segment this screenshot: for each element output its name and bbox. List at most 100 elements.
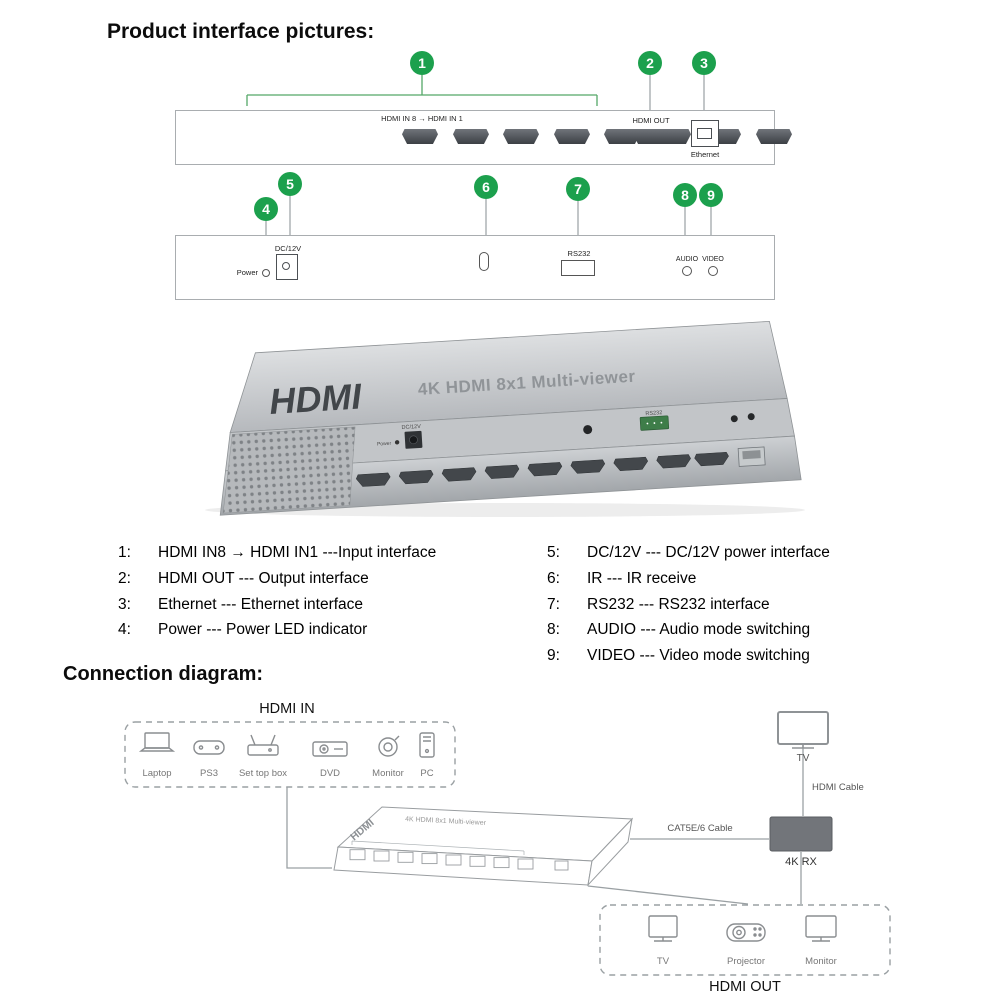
source-labels: Laptop PS3 Set top box DVD Monitor PC xyxy=(142,768,433,779)
legend-item-5: 5:DC/12V --- DC/12V power interface xyxy=(547,540,830,566)
legend-item-9: 9:VIDEO --- Video mode switching xyxy=(547,643,830,669)
rx-box xyxy=(769,816,833,852)
front-panel-diagram: DC/12V Power RS232 AUDIO VIDEO xyxy=(175,235,775,300)
callout-2: 2 xyxy=(638,51,662,75)
output-icons xyxy=(648,915,837,942)
wire-ports xyxy=(349,849,569,871)
power-led xyxy=(262,269,270,277)
photo-power-led xyxy=(394,440,400,445)
hdmi-in-label: HDMI IN xyxy=(259,701,315,717)
tv-top-icon xyxy=(777,711,829,749)
output-label-monitor: Monitor xyxy=(805,956,837,967)
output-label-projector: Projector xyxy=(727,956,765,967)
legend-item-2: 2: HDMI OUT --- Output interface xyxy=(118,566,436,592)
legend-text: HDMI OUT --- Output interface xyxy=(158,569,369,587)
video-label: VIDEO xyxy=(702,256,724,263)
connection-lines xyxy=(286,748,804,905)
callout-7: 7 xyxy=(566,177,590,201)
tv-out-icon xyxy=(648,915,678,942)
legend-num: 6: xyxy=(547,569,560,587)
hdmi-in-port-4 xyxy=(604,129,640,144)
source-label-monitor: Monitor xyxy=(372,768,404,779)
audio-button xyxy=(682,266,692,276)
hdmi-out-port xyxy=(633,129,669,144)
legend-text: Power --- Power LED indicator xyxy=(158,621,368,639)
connection-diagram: HDMI IN Laptop xyxy=(124,701,891,995)
output-label-tv: TV xyxy=(657,956,670,967)
output-labels: TV Projector Monitor xyxy=(657,956,837,967)
rear-panel-diagram: HDMI IN 8 → HDMI IN 1 HDMI OUT Ethernet xyxy=(175,110,792,165)
photo-ir-receiver xyxy=(583,425,593,435)
legend-num: 4: xyxy=(118,621,131,639)
ir-window xyxy=(479,252,489,271)
hdmi-out-group-label: HDMI OUT xyxy=(709,979,781,995)
product-photo: HDMI 4K HDMI 8x1 Multi-viewer DC/12V Pow… xyxy=(205,320,805,517)
rs232-label: RS232 xyxy=(567,249,591,258)
callout-5: 5 xyxy=(278,172,302,196)
dc-jack-hole xyxy=(282,262,290,270)
photo-dc-label: DC/12V xyxy=(401,424,421,431)
legend-item-1: 1: HDMI IN8 → HDMI IN1 ---Input interface xyxy=(118,540,436,566)
hdmi-cable-label: HDMI Cable xyxy=(812,782,864,793)
set-top-box-icon xyxy=(247,734,279,756)
legend-num: 7: xyxy=(547,595,560,613)
hdmi-in-port-5 xyxy=(554,129,590,144)
callout-8: 8 xyxy=(673,183,697,207)
legend-num: 3: xyxy=(118,595,131,613)
callout-4: 4 xyxy=(254,197,278,221)
connection-heading: Connection diagram: xyxy=(63,663,264,685)
power-label: Power xyxy=(236,268,258,277)
photo-rs232-label: RS232 xyxy=(645,410,662,417)
wire-ports-bracket xyxy=(351,840,525,855)
legend-item-7: 7: RS232 --- RS232 interface xyxy=(547,592,830,618)
photo-video-button xyxy=(747,413,755,421)
cat-cable-label: CAT5E/6 Cable xyxy=(667,823,732,834)
rs232-pin xyxy=(653,422,656,424)
callout-1: 1 xyxy=(410,51,434,75)
photo-power-label: Power xyxy=(377,441,392,448)
wire-model-text: 4K HDMI 8x1 Multi-viewer xyxy=(405,816,487,827)
rs232-pin xyxy=(646,422,649,425)
legend-item-3: 3: Ethernet --- Ethernet interface xyxy=(118,592,436,618)
sources-to-device-line xyxy=(286,787,332,869)
ps3-icon xyxy=(193,740,225,755)
pc-icon xyxy=(419,732,435,758)
photo-hdmi-ports xyxy=(355,451,729,487)
ethernet-pins xyxy=(697,128,712,139)
legend-text: AUDIO --- Audio mode switching xyxy=(587,621,811,639)
legend-left-column: 1: HDMI IN8 → HDMI IN1 ---Input interface… xyxy=(118,540,436,643)
page-title: Product interface pictures: xyxy=(107,20,375,43)
source-label-settopbox: Set top box xyxy=(239,768,287,779)
monitor-out-icon xyxy=(805,915,837,942)
legend-num: 1: xyxy=(118,544,131,561)
rs232-pin xyxy=(660,421,663,424)
legend-num: 9: xyxy=(547,647,560,665)
source-label-laptop: Laptop xyxy=(142,768,171,779)
hdmi-in-range-label: HDMI IN 8 → HDMI IN 1 xyxy=(381,114,463,123)
ethernet-port xyxy=(691,120,719,147)
legend-text: DC/12V --- DC/12V power interface xyxy=(587,544,830,561)
legend-item-8: 8:AUDIO --- Audio mode switching xyxy=(547,617,830,643)
source-label-ps3: PS3 xyxy=(200,768,218,779)
legend-num: 2: xyxy=(118,569,131,587)
hdmi-in-port-8 xyxy=(402,129,438,144)
legend-text: HDMI IN8 → HDMI IN1 ---Input interface xyxy=(158,544,437,561)
hdmi-in-port-7 xyxy=(453,129,489,144)
hdmi-logo: HDMI xyxy=(268,375,363,422)
legend-item-6: 6: IR --- IR receive xyxy=(547,566,830,592)
legend-text: Ethernet --- Ethernet interface xyxy=(158,595,364,613)
hdmi-out-box xyxy=(599,904,891,976)
laptop-icon xyxy=(138,732,176,752)
device-to-output-line xyxy=(587,885,749,905)
projector-icon xyxy=(726,923,766,942)
rx-label: 4K RX xyxy=(785,856,817,868)
dvd-icon xyxy=(312,741,348,757)
source-label-pc: PC xyxy=(420,768,433,779)
source-icons xyxy=(138,732,435,758)
dc-label: DC/12V xyxy=(274,244,302,253)
legend-text: IR --- IR receive xyxy=(587,569,697,587)
legend-text: RS232 --- RS232 interface xyxy=(587,595,770,613)
photo-dc-hole xyxy=(409,435,418,445)
legend-item-4: 4: Power --- Power LED indicator xyxy=(118,617,436,643)
